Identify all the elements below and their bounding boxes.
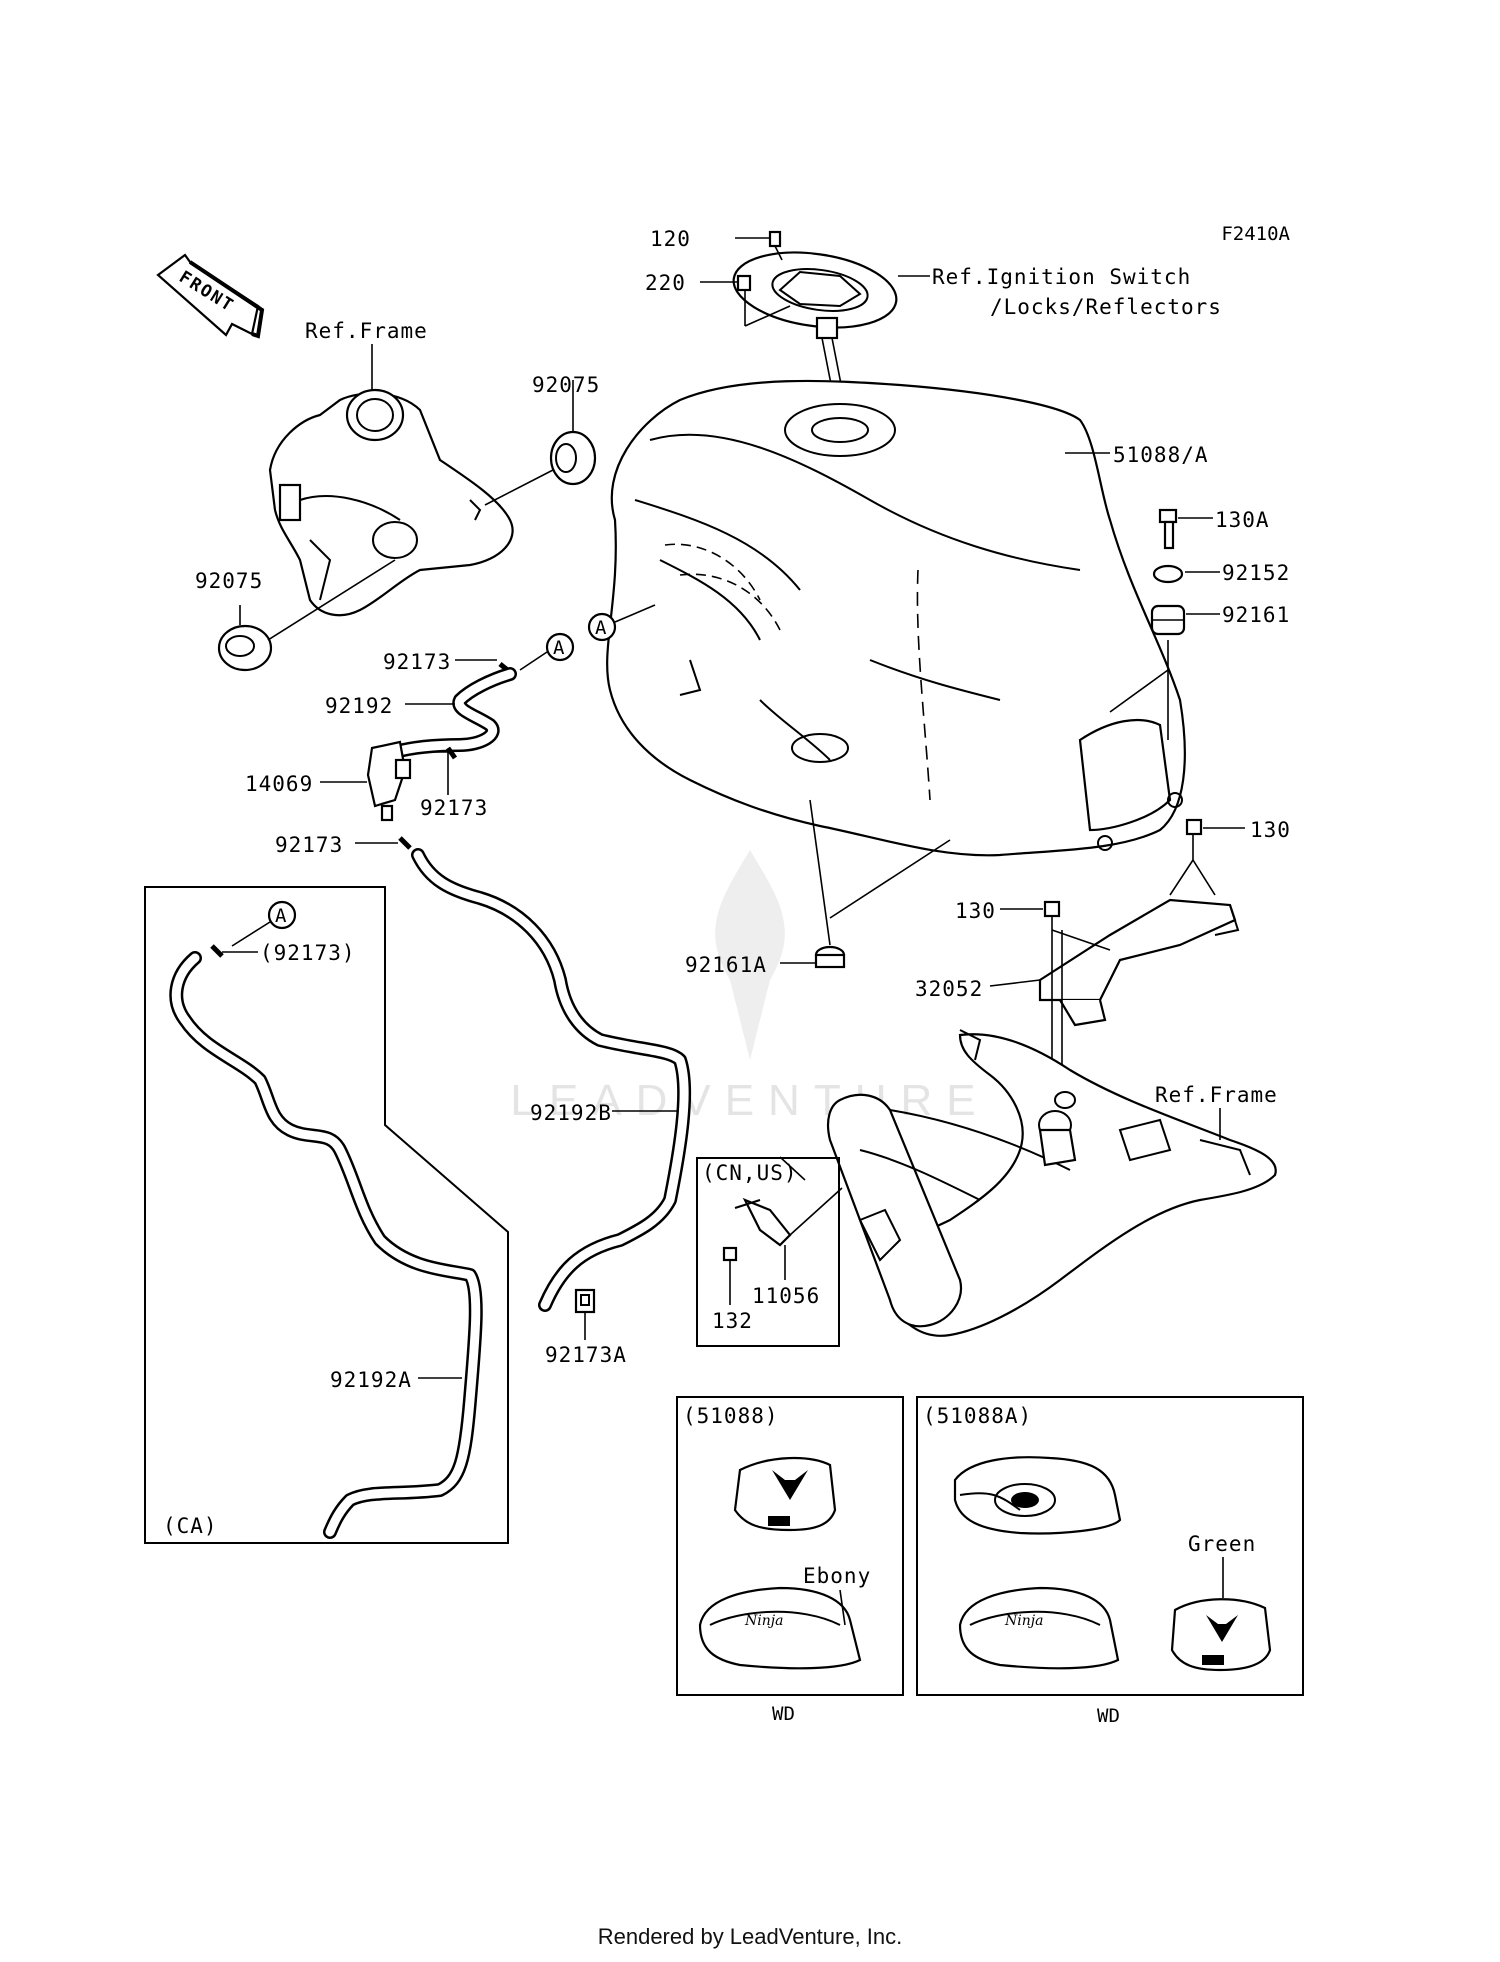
marker-A-1: A [545, 632, 575, 662]
callout-220: 220 [645, 271, 686, 295]
wd-label-left: WD [772, 1703, 795, 1725]
callout-130-mid: 130 [955, 899, 996, 923]
green-label: Green [1188, 1532, 1256, 1556]
front-arrow-icon: FRONT [156, 253, 265, 339]
ca-label: (CA) [163, 1514, 218, 1538]
variant-51088A-label: (51088A) [923, 1404, 1032, 1428]
tank-green-logo: Ninja [1004, 1613, 1043, 1629]
watermark-flame-icon [715, 850, 785, 1060]
callout-ref-ignition-line1: Ref.Ignition Switch [932, 265, 1191, 289]
ca-variant-box: (CA) A (92173) 92192A [144, 886, 509, 1544]
callout-11056: 11056 [752, 1284, 820, 1308]
damper-92075-top [549, 430, 597, 486]
callout-51088-A: 51088/A [1113, 443, 1209, 467]
front-frame [268, 388, 514, 617]
watermark-text: LEADVENTURE [510, 1076, 989, 1125]
grommet-92161 [1150, 604, 1186, 636]
marker-A-1-label: A [553, 637, 565, 659]
cover-ebony-icon [733, 1457, 837, 1532]
ca-marker-A-label: A [275, 905, 287, 927]
marker-A-2: A [587, 612, 617, 642]
callout-ref-frame-top: Ref.Frame [305, 319, 428, 343]
callout-92173A: 92173A [545, 1343, 627, 1367]
callout-92161A: 92161A [685, 953, 767, 977]
callout-92173-upper: 92173 [383, 650, 451, 674]
callout-130-right: 130 [1250, 818, 1291, 842]
callout-92192A: 92192A [330, 1368, 412, 1392]
clip-92173A [574, 1288, 596, 1314]
tank-ebony-icon: Ninja [698, 1586, 862, 1670]
callout-ref-frame-right: Ref.Frame [1155, 1083, 1278, 1107]
callout-130A: 130A [1215, 508, 1270, 532]
callout-32052: 32052 [915, 977, 983, 1001]
tank-green-icon: Ninja [958, 1586, 1120, 1670]
tank-ebony-logo: Ninja [744, 1613, 783, 1629]
valve-14069 [366, 740, 412, 822]
wd-label-right: WD [1097, 1705, 1120, 1727]
callout-92192B: 92192B [530, 1101, 612, 1125]
bolt-130A [1158, 508, 1178, 550]
callout-92075-left: 92075 [195, 569, 263, 593]
ebony-label: Ebony [803, 1564, 871, 1588]
callout-132: 132 [712, 1309, 753, 1333]
bracket-32052 [1038, 898, 1240, 1027]
tank-top-view-icon [953, 1456, 1122, 1535]
callout-92075-top: 92075 [532, 373, 600, 397]
cn-us-label: (CN,US) [702, 1161, 798, 1185]
callout-92173-mid: 92173 [420, 796, 488, 820]
marker-A-2-label: A [595, 617, 607, 639]
callout-ref-ignition-line2: /Locks/Reflectors [990, 295, 1222, 319]
cover-green-icon [1170, 1598, 1272, 1672]
footer-credit: Rendered by LeadVenture, Inc. [597, 1924, 903, 1949]
fuel-tank [606, 379, 1186, 857]
variant-51088A-box: (51088A) Ninja Green WD [916, 1396, 1304, 1727]
callout-92192: 92192 [325, 694, 393, 718]
callout-92152: 92152 [1222, 561, 1290, 585]
variant-51088-box: (51088) Ninja Ebony WD [676, 1396, 904, 1725]
callout-92173-lower: 92173 [275, 833, 343, 857]
callout-120: 120 [650, 227, 691, 251]
cn-us-variant-box: (CN,US) 132 11056 [696, 1156, 843, 1347]
rear-frame [826, 1029, 1277, 1337]
grommet-92161A [814, 945, 846, 969]
fuel-cap-assembly [732, 251, 898, 421]
variant-51088-label: (51088) [683, 1404, 779, 1428]
washer-92152 [1152, 564, 1184, 584]
callout-14069: 14069 [245, 772, 313, 796]
damper-92075-left [217, 624, 273, 672]
callout-92173-paren: (92173) [260, 941, 356, 965]
diagram-code: F2410A [1221, 223, 1290, 245]
callout-92161: 92161 [1222, 603, 1290, 627]
